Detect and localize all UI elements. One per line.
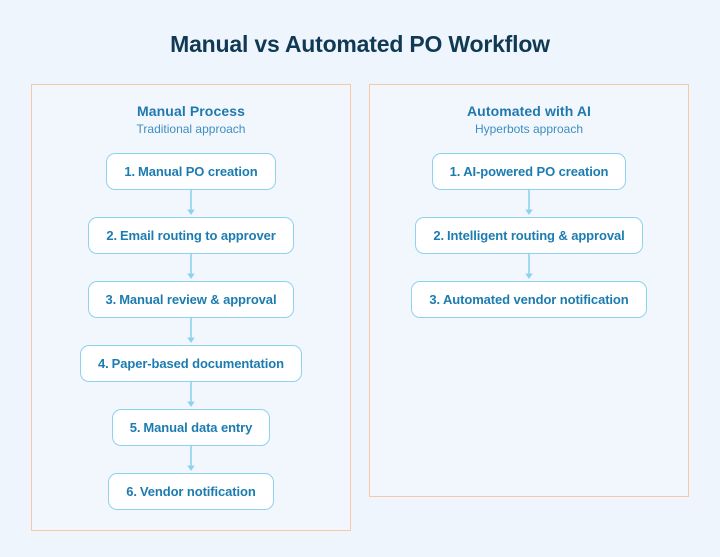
step-number: 2. bbox=[106, 228, 117, 243]
step-number: 1. bbox=[124, 164, 136, 179]
step-box[interactable]: 6.Vendor notification bbox=[108, 473, 274, 510]
step-label: Email routing to approver bbox=[119, 228, 276, 243]
step-box[interactable]: 5.Manual data entry bbox=[111, 409, 271, 446]
step-box[interactable]: 1.AI-powered PO creation bbox=[431, 153, 627, 190]
step-label: Manual review & approval bbox=[119, 292, 277, 307]
arrow-down-icon bbox=[525, 190, 533, 215]
panel-automated-with-ai: Automated with AI Hyperbots approach 1.A… bbox=[369, 84, 689, 497]
arrow-down-icon bbox=[525, 254, 533, 279]
step-box[interactable]: 2.Email routing to approver bbox=[88, 217, 294, 254]
step-number: 3. bbox=[429, 292, 441, 307]
page-title: Manual vs Automated PO Workflow bbox=[170, 31, 550, 57]
step-number: 3. bbox=[105, 292, 117, 307]
step-label: AI-powered PO creation bbox=[463, 164, 609, 179]
step-number: 2. bbox=[433, 228, 445, 243]
step-box[interactable]: 4.Paper-based documentation bbox=[80, 345, 302, 382]
step-box[interactable]: 3.Manual review & approval bbox=[87, 281, 295, 318]
step-number: 5. bbox=[129, 420, 141, 435]
step-label: Manual data entry bbox=[143, 420, 253, 435]
step-label: Paper-based documentation bbox=[111, 356, 284, 371]
panel-manual-process: Manual Process Traditional approach 1.Ma… bbox=[31, 84, 351, 531]
arrow-down-icon bbox=[187, 382, 195, 407]
step-number: 6. bbox=[126, 484, 137, 499]
step-label: Automated vendor notification bbox=[443, 292, 629, 307]
step-label: Intelligent routing & approval bbox=[447, 228, 625, 243]
panel-subtitle: Traditional approach bbox=[136, 122, 246, 136]
arrow-down-icon bbox=[187, 254, 195, 279]
panel-title: Manual Process bbox=[137, 103, 245, 119]
step-list-manual: 1.Manual PO creation 2.Email routing to … bbox=[80, 153, 302, 510]
panel-title: Automated with AI bbox=[466, 103, 592, 119]
panel-subtitle: Hyperbots approach bbox=[474, 122, 584, 136]
step-box[interactable]: 2.Intelligent routing & approval bbox=[415, 217, 643, 254]
step-label: Vendor notification bbox=[139, 484, 256, 499]
arrow-down-icon bbox=[187, 446, 195, 471]
panels-container: Manual Process Traditional approach 1.Ma… bbox=[0, 84, 720, 531]
arrow-down-icon bbox=[187, 318, 195, 343]
step-number: 4. bbox=[98, 356, 109, 371]
step-list-automated: 1.AI-powered PO creation 2.Intelligent r… bbox=[411, 153, 647, 318]
step-box[interactable]: 1.Manual PO creation bbox=[106, 153, 276, 190]
arrow-down-icon bbox=[187, 190, 195, 215]
step-label: Manual PO creation bbox=[138, 164, 258, 179]
step-number: 1. bbox=[449, 164, 461, 179]
step-box[interactable]: 3.Automated vendor notification bbox=[411, 281, 647, 318]
